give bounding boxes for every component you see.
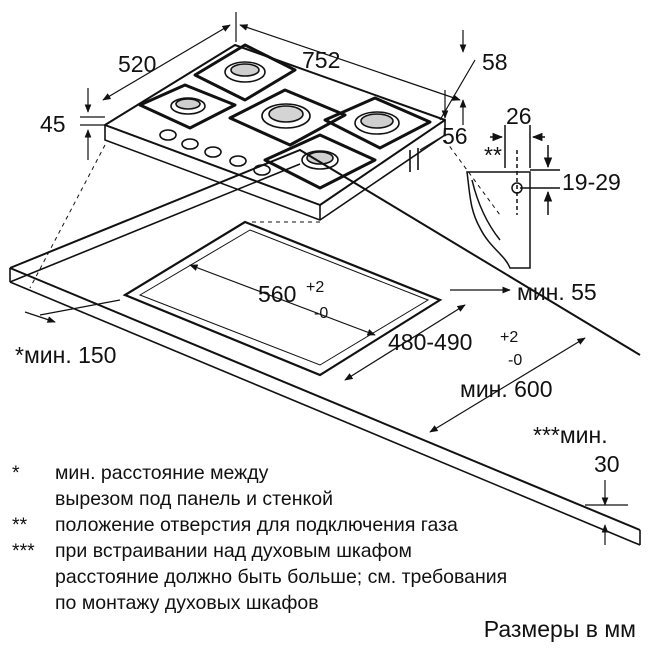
hob-dimensions xyxy=(80,12,476,160)
hob-dim-labels: 520 752 58 45 56 xyxy=(40,47,508,149)
dim-19-29: 19-29 xyxy=(562,169,621,195)
footnotes: * мин. расстояние между вырезом под пане… xyxy=(12,462,507,614)
note-3-line-2: расстояние должно быть больше; см. требо… xyxy=(55,566,507,588)
dim-45: 45 xyxy=(40,111,66,137)
dim-min-600: мин. 600 xyxy=(460,376,553,402)
dim-480-490-tol-minus: -0 xyxy=(508,352,522,369)
burner-front-right xyxy=(263,133,377,190)
worktop-dim-labels: 560 +2 -0 480-490 +2 -0 мин. 55 *мин. 15… xyxy=(15,279,620,477)
dim-min-150: *мин. 150 xyxy=(15,342,116,368)
dim-min-oven: ***мин. xyxy=(533,422,608,448)
dim-480-490-tol-plus: +2 xyxy=(500,329,518,346)
note-2-marker: ** xyxy=(12,514,28,536)
dim-520: 520 xyxy=(118,51,156,77)
gas-marker: ** xyxy=(484,142,502,168)
gas-detail xyxy=(466,125,560,269)
note-1-marker: * xyxy=(12,462,20,484)
worktop-drawing xyxy=(9,139,641,546)
dim-480-490: 480-490 xyxy=(388,329,472,355)
note-2-line-1: положение отверстия для подключения газа xyxy=(55,514,458,536)
burner-right xyxy=(323,96,432,150)
worktop-dimensions xyxy=(24,264,628,545)
dim-58: 58 xyxy=(482,49,508,75)
units-label: Размеры в мм xyxy=(484,616,636,642)
note-3-line-1: при встраивании над духовым шкафом xyxy=(55,540,412,562)
dim-560-tol-plus: +2 xyxy=(306,279,324,296)
note-1-line-1: мин. расстояние между xyxy=(55,462,269,484)
gas-detail-labels: 26 ** 19-29 xyxy=(484,103,621,195)
gas-connector xyxy=(409,148,419,172)
note-1-line-2: вырезом под панель и стенкой xyxy=(55,488,333,510)
dim-min-55: мин. 55 xyxy=(517,279,597,305)
dim-min-oven-value: 30 xyxy=(594,451,620,477)
dim-560-tol-minus: -0 xyxy=(314,305,328,322)
dim-560: 560 xyxy=(258,281,296,307)
note-3-line-3: по монтажу духовых шкафов xyxy=(55,592,319,614)
dim-56: 56 xyxy=(442,123,468,149)
dim-26: 26 xyxy=(506,103,532,129)
note-3-marker: *** xyxy=(12,540,35,562)
dim-752: 752 xyxy=(302,47,340,73)
